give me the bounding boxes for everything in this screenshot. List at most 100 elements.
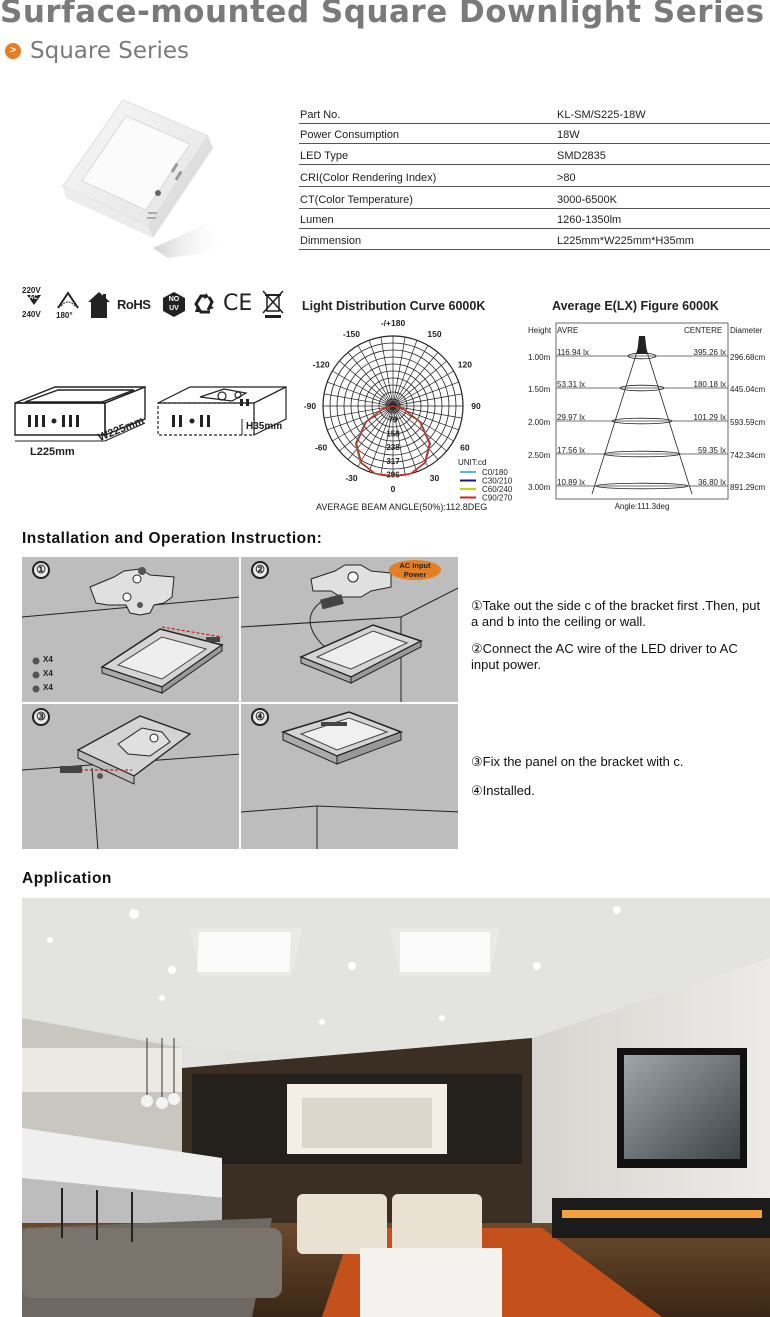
polar-spoke — [392, 352, 439, 407]
illum-diameter: 891.29cm — [730, 483, 765, 492]
polar-angle-label: -120 — [313, 360, 330, 370]
polar-spoke — [392, 345, 429, 407]
polar-spoke — [392, 370, 454, 407]
polar-spoke — [392, 405, 462, 419]
voltage-ac: AC — [29, 295, 38, 301]
dim-height: H35mm — [246, 421, 283, 432]
polar-spoke — [339, 405, 394, 452]
polar-spoke — [324, 393, 394, 407]
polar-spoke — [324, 405, 394, 419]
polar-spoke — [392, 405, 429, 467]
spec-value: >80 — [557, 171, 576, 184]
recycle-icon — [194, 293, 214, 314]
illum-diameter: 445.04cm — [730, 385, 765, 394]
polar-angle-label: -/+180 — [381, 318, 406, 328]
cone-edge — [641, 335, 693, 495]
polar-spoke — [392, 405, 418, 472]
illum-frame — [555, 322, 729, 500]
no-label: NO — [168, 296, 180, 303]
step-number: ④ — [251, 708, 269, 726]
spec-value: L225mm*W225mm*H35mm — [557, 234, 694, 247]
illum-col-avre: AVRE — [557, 326, 578, 335]
install-step-text: ②Connect the AC wire of the LED driver t… — [471, 641, 738, 672]
polar-spoke — [392, 340, 418, 407]
polar-spoke — [357, 345, 394, 407]
uv-label: UV — [169, 305, 179, 312]
polar-spoke — [332, 405, 394, 442]
spec-label: LED Type — [300, 149, 349, 162]
install-step-2: ②Connect the AC wire of the LED driver t… — [471, 641, 767, 673]
polar-spoke — [368, 405, 394, 472]
legend-label: C0/180 — [482, 468, 508, 477]
polar-radial-label: 79 — [389, 416, 398, 425]
install-illustration-3 — [22, 715, 239, 849]
step-number: ① — [32, 561, 50, 579]
illum-centere: 59.35 lx — [698, 446, 726, 455]
illum-col-centere: CENTERE — [684, 326, 722, 335]
polar-radial-label: 317 — [386, 457, 400, 466]
spec-row: Lumen 1260-1350lm — [299, 209, 770, 230]
install-panel-2: ② AC Input Power — [240, 556, 459, 703]
polar-spoke — [380, 337, 394, 407]
spec-row: CRI(Color Rendering Index) >80 — [299, 165, 770, 187]
no-uv-icon — [163, 292, 185, 317]
illum-col-height: Height — [528, 326, 552, 335]
legend-label: C30/210 — [482, 477, 513, 486]
spec-value: KL-SM/S225-18W — [557, 108, 646, 121]
legend-label: C60/240 — [482, 485, 513, 494]
illum-ellipse — [595, 482, 689, 490]
polar-angle-label: 60 — [460, 443, 470, 453]
illum-diameter: 296.68cm — [730, 353, 765, 362]
illum-height: 2.50m — [528, 451, 551, 460]
beam-angle-label: 180° — [56, 311, 73, 320]
illum-centere: 395.26 lx — [694, 348, 726, 357]
install-step-4: ④Installed. — [471, 783, 767, 799]
illum-height: 3.00m — [528, 483, 551, 492]
spec-value: 1260-1350lm — [557, 214, 622, 227]
polar-spoke — [392, 360, 447, 407]
application-photo — [22, 898, 770, 1317]
illum-ellipse — [627, 352, 657, 360]
illuminance-title: Average E(LX) Figure 6000K — [552, 299, 719, 313]
polar-spoke — [392, 405, 439, 460]
legend-label: C90/270 — [482, 494, 513, 503]
ac-input-badge: AC Input Power — [389, 560, 441, 580]
step-number: ② — [251, 561, 269, 579]
dimension-drawing — [14, 385, 287, 442]
polar-spoke — [357, 405, 394, 467]
polar-angle-label: 0 — [391, 484, 396, 494]
spec-value: SMD2835 — [557, 149, 606, 162]
spec-label: Part No. — [300, 108, 341, 121]
polar-spoke — [392, 381, 459, 407]
illum-ellipse — [611, 417, 673, 425]
beam-angle-note: AVERAGE BEAM ANGLE(50%):112.8DEG — [316, 502, 488, 512]
illum-ellipse — [603, 450, 681, 458]
polar-spoke — [392, 405, 454, 442]
spec-label: Power Consumption — [300, 129, 400, 142]
polar-spoke — [392, 393, 462, 407]
dim-length: L225mm — [30, 446, 75, 458]
spec-label: CRI(Color Rendering Index) — [300, 171, 437, 184]
spec-label: Lumen — [300, 214, 334, 227]
spec-row: CT(Color Temperature)3000-6500K — [299, 187, 770, 209]
spec-label: CT(Color Temperature) — [300, 193, 413, 206]
polar-angle-label: -60 — [315, 443, 328, 453]
install-panel-4: ④ — [240, 703, 459, 850]
polar-angle-label: 30 — [430, 473, 440, 483]
rohs-label: RoHS — [117, 297, 151, 312]
polar-spoke — [392, 405, 447, 452]
ce-mark: CE — [223, 291, 253, 316]
illum-centere: 36.80 lx — [698, 478, 726, 487]
install-step-text: ①Take out the side c of the bracket firs… — [471, 598, 761, 629]
ac-icon — [27, 295, 41, 305]
cone-source — [637, 336, 647, 354]
illum-height: 1.50m — [528, 385, 551, 394]
install-step-text: ③Fix the panel on the bracket with c. — [471, 754, 684, 769]
polar-radial-label: 238 — [386, 443, 400, 452]
illum-col-diameter: Diameter — [730, 326, 763, 335]
no-uv-label: NO UV — [167, 295, 181, 313]
screw-count-b: X4 — [43, 669, 53, 678]
